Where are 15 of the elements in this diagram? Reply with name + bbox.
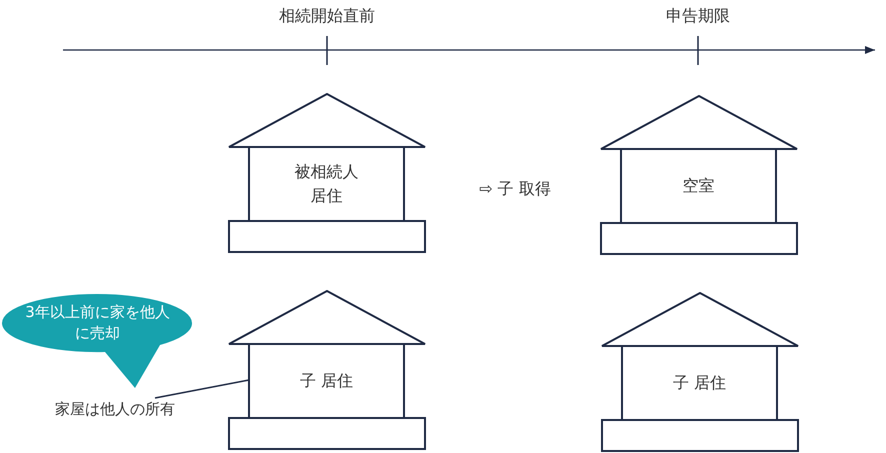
leader-line xyxy=(154,379,250,399)
house-label: 空室 xyxy=(682,175,716,197)
house-label: 子 居住 xyxy=(298,370,354,392)
timeline-label: 申告期限 xyxy=(666,6,730,27)
house-drawing xyxy=(228,93,426,253)
timeline-label: 相続開始直前 xyxy=(279,6,375,27)
house-label: 子 居住 xyxy=(672,372,728,394)
transition-text: ⇨ 子 取得 xyxy=(479,179,551,200)
house-drawing xyxy=(601,292,799,452)
house-drawing xyxy=(228,290,426,450)
bubble-text: 3年以上前に家を他人に売却 xyxy=(24,302,171,344)
speech-bubble xyxy=(0,293,195,389)
house-label: 被相続人居住 xyxy=(294,161,360,207)
house-drawing xyxy=(600,95,798,255)
note-text: 家屋は他人の所有 xyxy=(55,400,175,419)
